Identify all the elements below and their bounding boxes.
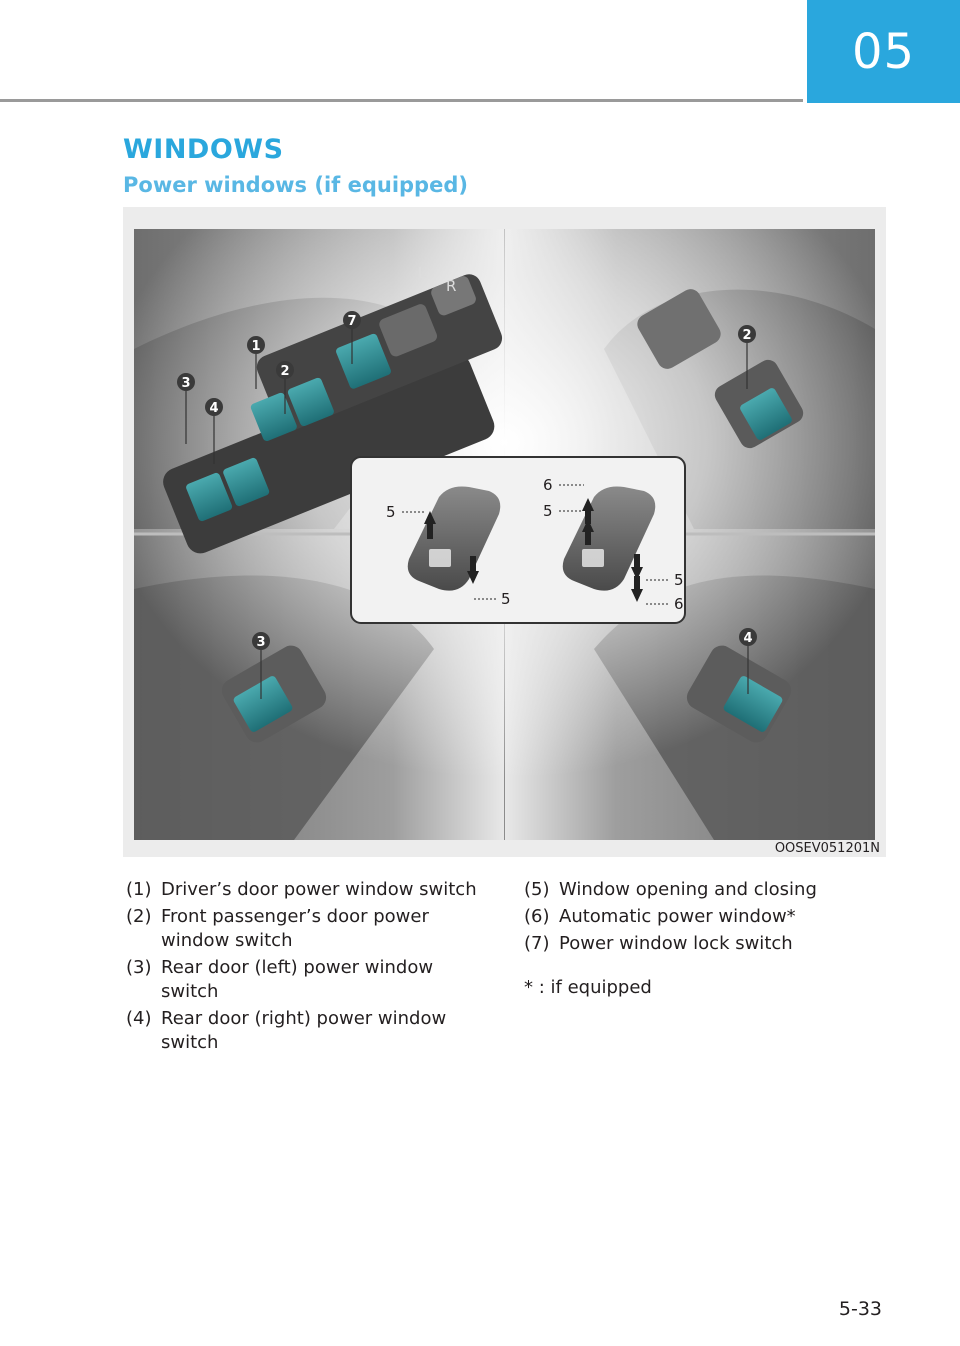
legend-right: (5) Window opening and closing (6) Autom… — [524, 878, 894, 1000]
mirror-label-r: R — [446, 277, 456, 295]
legend-text: Power window lock switch — [559, 933, 793, 954]
inset-label-5d: 5 — [674, 571, 684, 589]
legend-text: Automatic power window* — [559, 906, 796, 927]
legend-item-7: (7) Power window lock switch — [524, 932, 894, 956]
inset-label-5c: 5 — [543, 502, 553, 520]
figure-code: OOSEV051201N — [774, 841, 880, 856]
mirror-label-l: L — [418, 264, 427, 282]
callout-4: 4 — [205, 398, 223, 464]
callout-2-passenger: 2 — [738, 325, 756, 389]
legend-num: (5) — [524, 879, 550, 900]
inset-label-5a: 5 — [386, 503, 396, 521]
svg-text:2: 2 — [742, 328, 751, 343]
legend-text: Rear door (left) power window switch — [161, 957, 434, 1002]
inset-label-6a: 6 — [543, 476, 553, 494]
section-subtitle: Power windows (if equipped) — [123, 173, 468, 197]
legend-item-2: (2) Front passenger’s door power window … — [126, 905, 496, 953]
legend-num: (2) — [126, 906, 152, 927]
inset-label-5b: 5 — [501, 590, 511, 608]
header-rule — [0, 99, 803, 102]
chapter-tab: 05 — [807, 0, 960, 103]
legend-item-3: (3) Rear door (left) power window switch — [126, 956, 496, 1004]
svg-text:1: 1 — [251, 339, 260, 354]
callout-1: 1 — [247, 336, 265, 389]
legend-num: (3) — [126, 957, 152, 978]
svg-text:4: 4 — [209, 401, 218, 416]
legend-item-1: (1) Driver’s door power window switch — [126, 878, 496, 902]
legend-text: Front passenger’s door power window swit… — [161, 906, 429, 951]
legend-text: Driver’s door power window switch — [161, 879, 477, 900]
legend-num: (4) — [126, 1008, 152, 1029]
legend-num: (6) — [524, 906, 550, 927]
legend-item-4: (4) Rear door (right) power window switc… — [126, 1007, 496, 1055]
section-title: WINDOWS — [123, 134, 284, 165]
legend-text: Rear door (right) power window switch — [161, 1008, 447, 1053]
callout-2: 2 — [276, 361, 294, 414]
callout-3: 3 — [177, 373, 195, 444]
footnote: * : if equipped — [524, 977, 652, 998]
legend-num: (7) — [524, 933, 550, 954]
legend-item-5: (5) Window opening and closing — [524, 878, 894, 902]
driver-switch-panel — [163, 274, 503, 554]
inset-label-6b: 6 — [674, 595, 684, 613]
figure: L R 1 2 3 — [123, 207, 886, 857]
svg-text:2: 2 — [280, 364, 289, 379]
svg-text:3: 3 — [256, 635, 265, 650]
legend-text: Window opening and closing — [559, 879, 817, 900]
page-number: 5-33 — [838, 1298, 882, 1320]
rear-right-switch — [686, 645, 792, 743]
svg-text:3: 3 — [181, 376, 190, 391]
svg-text:4: 4 — [743, 631, 752, 646]
rear-left-switch — [221, 645, 327, 743]
power-window-illustration: L R 1 2 3 — [134, 229, 875, 840]
legend-left: (1) Driver’s door power window switch (2… — [126, 878, 496, 1058]
passenger-switch — [637, 289, 804, 449]
callout-7: 7 — [343, 311, 361, 364]
callout-3-rear: 3 — [252, 632, 270, 699]
callout-4-rear: 4 — [739, 628, 757, 694]
svg-text:7: 7 — [347, 314, 356, 329]
legend-item-6: (6) Automatic power window* — [524, 905, 894, 929]
legend-num: (1) — [126, 879, 152, 900]
switch-detail-inset: 5 5 6 5 5 6 — [350, 456, 686, 624]
